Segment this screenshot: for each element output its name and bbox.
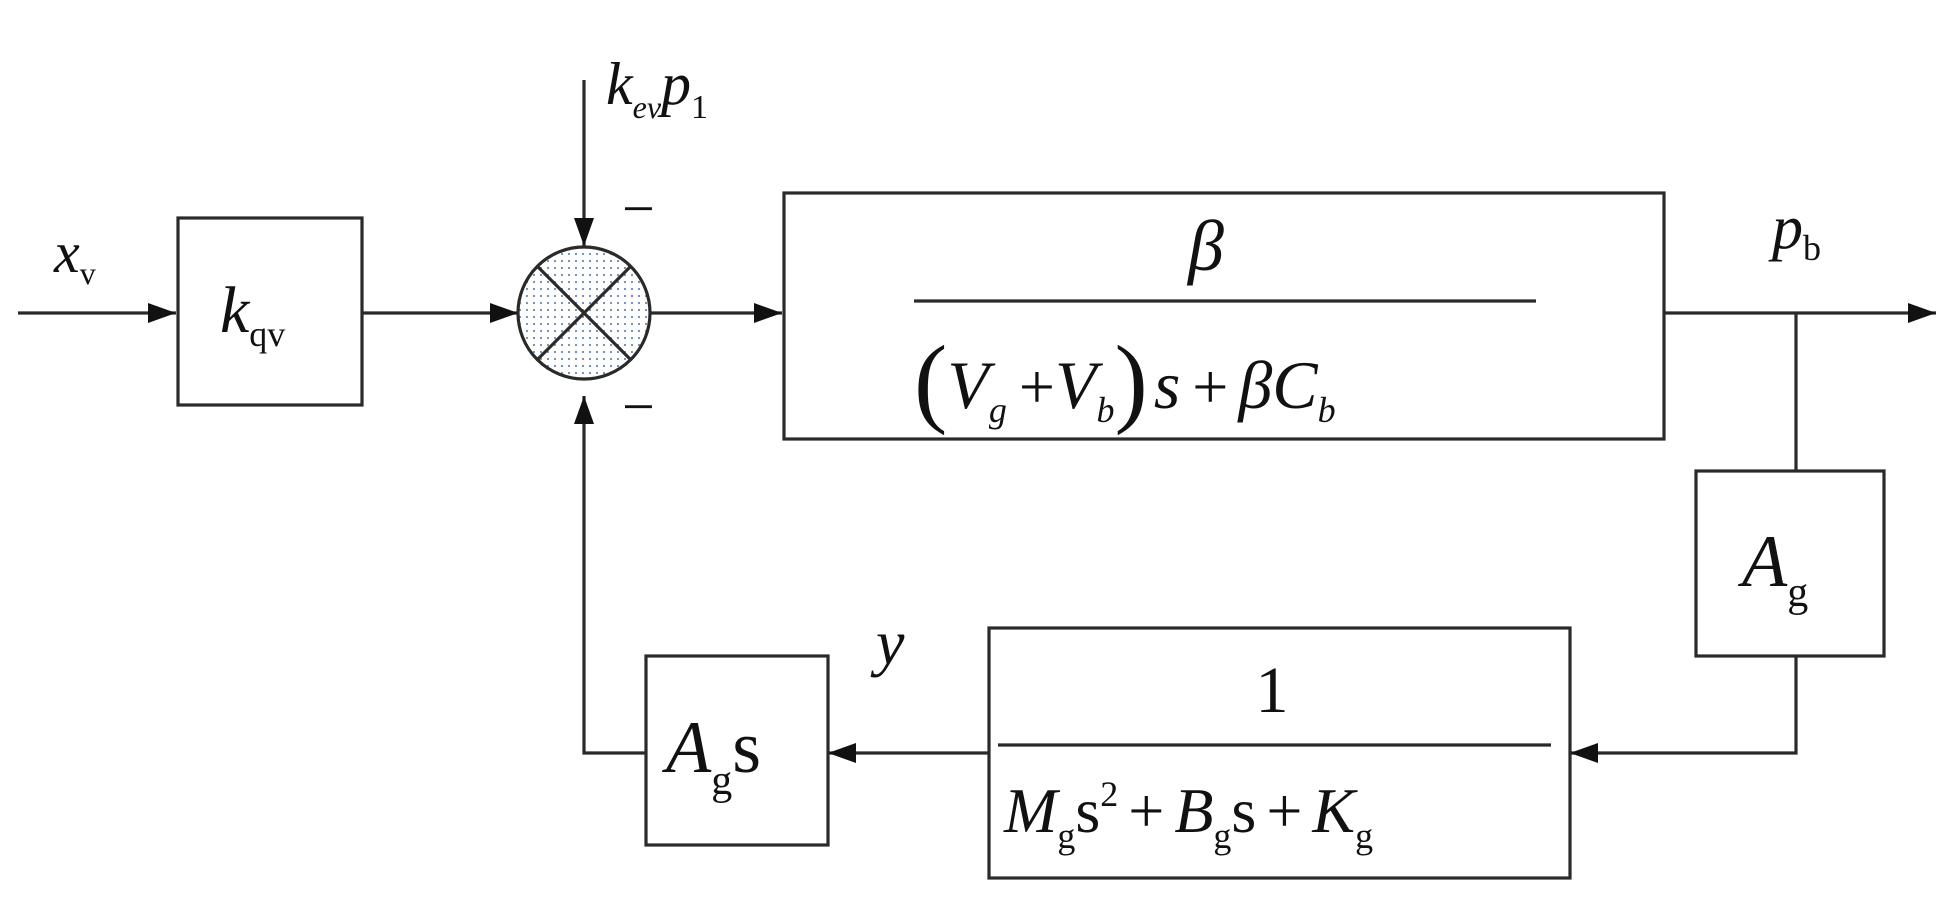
arrow-output: [1908, 303, 1936, 323]
input-label: xv: [53, 220, 96, 291]
y-label: y: [870, 607, 905, 678]
sign-bottom: −: [622, 374, 655, 439]
output-label: pb: [1768, 194, 1821, 268]
block-ag-label: Ag: [1737, 521, 1808, 616]
arrow-into-plant: [754, 303, 782, 323]
block-ags: [644, 654, 830, 847]
arrow-into-mass: [1570, 743, 1598, 763]
block-ag: [1694, 469, 1886, 658]
block-kqv-label: kqv: [220, 274, 285, 354]
arrow-into-kqv: [148, 303, 176, 323]
block-ags-label: Ags: [661, 707, 761, 804]
mass-numerator: 1: [1256, 654, 1289, 727]
arrow-disturbance: [574, 218, 594, 246]
arrow-into-ags: [828, 743, 856, 763]
sign-top: −: [622, 176, 655, 241]
summing-junction: [516, 245, 652, 381]
feedback-line: [582, 396, 646, 755]
plant-numerator: β: [1186, 206, 1224, 286]
plant-denominator: (Vg+Vb)s+βCb: [914, 325, 1336, 436]
block-mass: [987, 626, 1572, 880]
disturbance-label: kevp1: [606, 51, 708, 126]
block-plant: [782, 191, 1666, 441]
ag-to-mass-line: [1570, 656, 1798, 755]
arrow-feedback: [574, 396, 594, 424]
arrow-into-sum: [490, 303, 518, 323]
block-kqv: [176, 216, 364, 407]
mass-denominator: Mgs2+Bgs+Kg: [1003, 774, 1373, 856]
